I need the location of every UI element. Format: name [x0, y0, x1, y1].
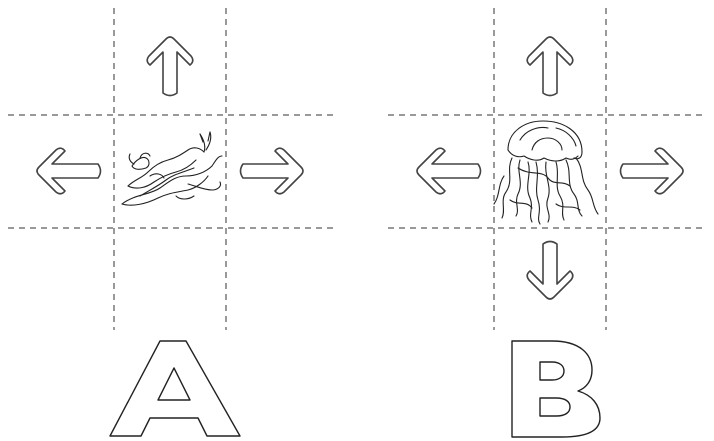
- panel-b-arrow-left-icon: [416, 147, 482, 195]
- panel-b-arrow-right-icon: [619, 147, 684, 195]
- jellyfish-icon: [493, 120, 599, 225]
- panel-b-arrow-up-icon: [526, 36, 574, 97]
- panel-b: B: [388, 8, 704, 438]
- panel-a-arrow-up-icon: [146, 36, 194, 97]
- panel-b-label: B: [511, 340, 601, 438]
- panel-a-arrow-right-icon: [239, 147, 304, 195]
- panel-a: A: [8, 8, 338, 437]
- panel-b-grid: [388, 8, 704, 330]
- panel-a-arrow-left-icon: [36, 147, 102, 195]
- panel-a-grid: [8, 8, 338, 330]
- panel-b-arrow-down-icon: [526, 240, 574, 300]
- sea-slug-icon: [121, 131, 223, 206]
- panel-a-label: A: [109, 340, 241, 437]
